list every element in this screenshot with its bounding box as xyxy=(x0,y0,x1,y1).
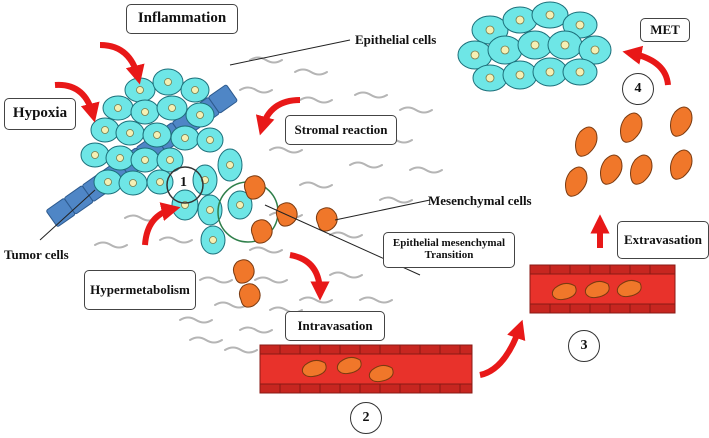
intravasation-label: Intravasation xyxy=(285,311,385,341)
emt-label-line2: Transition xyxy=(424,249,474,261)
blood-vessel-intravasation xyxy=(259,344,473,394)
step-1-number: 1 xyxy=(180,175,187,190)
hypoxia-label: Hypoxia xyxy=(4,98,76,130)
met-label: MET xyxy=(640,18,690,42)
blood-vessel-extravasation xyxy=(529,264,676,314)
red-arrows xyxy=(54,42,671,378)
step-3-circle: 3 xyxy=(568,330,600,362)
hypermetabolism-label: Hypermetabolism xyxy=(84,270,196,310)
step-4-circle: 4 xyxy=(622,73,654,105)
met-nuclei xyxy=(470,10,600,83)
step-2-circle: 2 xyxy=(350,402,382,434)
epithelial-cells-label: Epithelial cells xyxy=(355,32,437,47)
emt-label: Epithelial mesenchymal Transition xyxy=(383,232,515,268)
mesenchymal-cells-migrating xyxy=(232,175,338,308)
inflammation-label: Inflammation xyxy=(126,4,238,34)
extravasation-label: Extravasation xyxy=(617,221,709,259)
emt-label-line1: Epithelial mesenchymal xyxy=(392,237,506,250)
mesenchymal-cells-extravasated xyxy=(565,106,693,197)
tumor-cells-label: Tumor cells xyxy=(4,247,69,262)
step-1-highlight-circle xyxy=(166,166,204,204)
mesenchymal-cells-label: Mesenchymal cells xyxy=(428,193,532,208)
stromal-reaction-label: Stromal reaction xyxy=(285,115,397,145)
tumor-nuclei xyxy=(91,78,244,244)
